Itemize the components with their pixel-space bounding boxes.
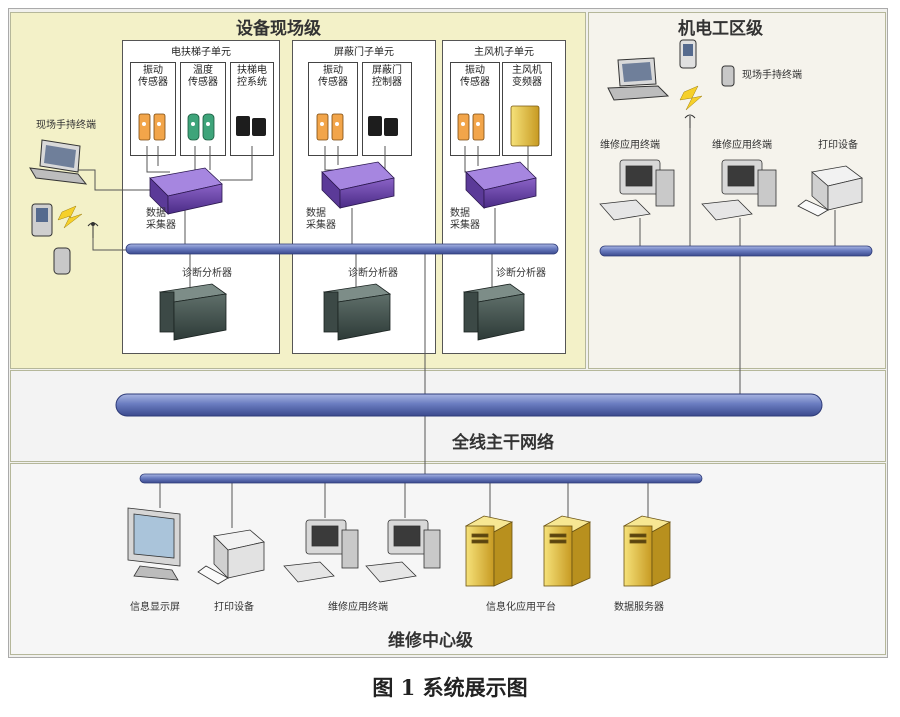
server-tower-icon bbox=[542, 515, 592, 587]
unit-main-fan-title: 主风机子单元 bbox=[474, 47, 534, 58]
maintenance-terminal-label: 维修应用终端 bbox=[328, 602, 388, 613]
cell-label: 温度 传感器 bbox=[188, 65, 218, 88]
server-tower-icon bbox=[464, 515, 514, 587]
backbone-pipe bbox=[115, 393, 823, 417]
field-zone-title: 设备现场级 bbox=[236, 19, 321, 39]
field-bus bbox=[125, 243, 559, 255]
cell-vibration-sensor: 振动 传感器 bbox=[130, 62, 176, 156]
cell-label: 振动 传感器 bbox=[460, 65, 490, 88]
antenna-icon bbox=[87, 222, 99, 238]
cell-temperature-sensor: 温度 传感器 bbox=[180, 62, 226, 156]
data-server-label: 数据服务器 bbox=[614, 602, 664, 613]
maintenance-terminal-icon bbox=[283, 519, 359, 583]
cell-label: 屏蔽门 控制器 bbox=[372, 65, 402, 88]
info-display-label: 信息显示屏 bbox=[130, 602, 180, 613]
controller-icons bbox=[236, 116, 398, 136]
cell-label: 扶梯电 控系统 bbox=[237, 65, 267, 88]
info-display-icon bbox=[127, 507, 181, 581]
collector-label: 数据 采集器 bbox=[306, 208, 336, 231]
wireless-icon bbox=[679, 85, 703, 111]
cell-label: 振动 传感器 bbox=[318, 65, 348, 88]
printer-label: 打印设备 bbox=[818, 140, 858, 151]
analyzer-label: 诊断分析器 bbox=[348, 268, 398, 279]
cell-vibration-sensor: 振动 传感器 bbox=[450, 62, 500, 156]
printer-icon bbox=[797, 165, 863, 217]
cell-vibration-sensor: 振动 传感器 bbox=[308, 62, 358, 156]
cell-label: 主风机 变频器 bbox=[512, 65, 542, 88]
mech-bus bbox=[599, 245, 873, 257]
analyzer-label: 诊断分析器 bbox=[182, 268, 232, 279]
antenna-icon bbox=[684, 114, 696, 128]
collector-label: 数据 采集器 bbox=[146, 208, 176, 231]
wiring bbox=[78, 128, 836, 528]
sensor-icons bbox=[138, 113, 485, 141]
data-collector-icons bbox=[149, 161, 537, 215]
handheld-field-label: 现场手持终端 bbox=[36, 120, 96, 131]
unit-escalator-title: 电扶梯子单元 bbox=[171, 47, 231, 58]
cell-label: 振动 传感器 bbox=[138, 65, 168, 88]
maintenance-terminal-label: 维修应用终端 bbox=[600, 140, 660, 151]
cell-screen-door-controller: 屏蔽门 控制器 bbox=[362, 62, 412, 156]
cell-escalator-control: 扶梯电 控系统 bbox=[230, 62, 274, 156]
backbone-title: 全线主干网络 bbox=[452, 433, 554, 453]
maintenance-terminal-icon bbox=[365, 519, 441, 583]
collector-label: 数据 采集器 bbox=[450, 208, 480, 231]
handheld-icon bbox=[679, 39, 735, 87]
wireless-icon bbox=[57, 205, 83, 229]
mech-zone-title: 机电工区级 bbox=[678, 19, 763, 39]
info-platform-label: 信息化应用平台 bbox=[486, 602, 556, 613]
handheld-mech-label: 现场手持终端 bbox=[742, 70, 802, 81]
analyzer-label: 诊断分析器 bbox=[496, 268, 546, 279]
figure-caption: 图 1 系统展示图 bbox=[372, 675, 528, 700]
laptop-icon bbox=[29, 139, 88, 185]
center-bus bbox=[139, 473, 703, 484]
server-tower-icon bbox=[622, 515, 672, 587]
maintenance-terminal-icon bbox=[599, 159, 675, 221]
printer-icon bbox=[197, 529, 265, 585]
maintenance-terminal-label: 维修应用终端 bbox=[712, 140, 772, 151]
analyzer-icons bbox=[158, 283, 526, 341]
unit-screen-door-title: 屏蔽门子单元 bbox=[334, 47, 394, 58]
printer-label: 打印设备 bbox=[214, 602, 254, 613]
inverter-icon bbox=[510, 105, 540, 147]
maintenance-terminal-icon bbox=[701, 159, 777, 221]
center-zone-title: 维修中心级 bbox=[388, 631, 473, 651]
laptop-icon bbox=[607, 57, 670, 101]
handheld-icon bbox=[31, 203, 71, 275]
